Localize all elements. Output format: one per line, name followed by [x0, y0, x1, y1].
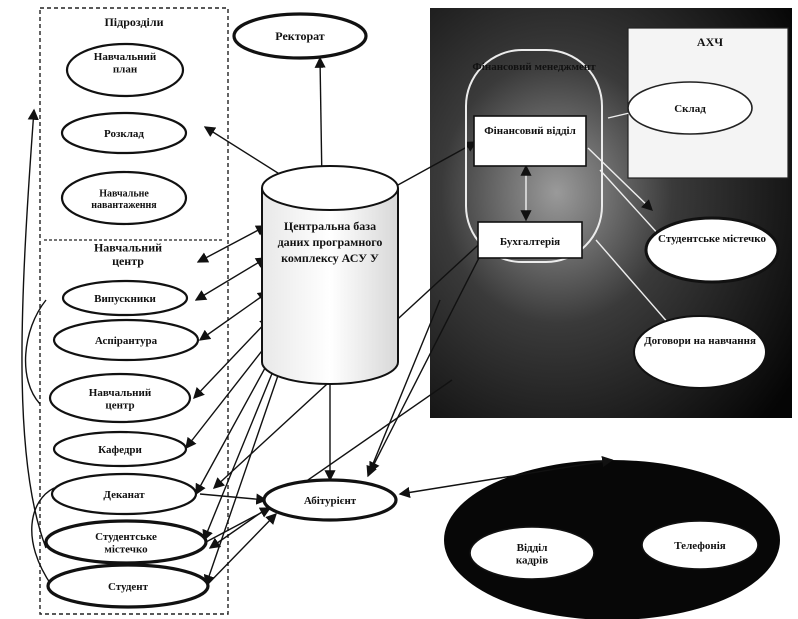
central-db-label: Центральна база даних програмного компле… — [277, 219, 383, 265]
node-rectorate — [232, 12, 368, 60]
node-rectorate-label: Ректорат — [275, 29, 325, 43]
ahch-title: АХЧ — [697, 35, 723, 49]
node-entrant-label: Абітурієнт — [304, 495, 357, 507]
node-student-label: Студент — [108, 581, 149, 593]
node-entrant — [262, 478, 398, 522]
node-dormitory-right-label: Студентське містечко — [658, 233, 766, 245]
node-deanery — [50, 472, 198, 516]
node-dormitory-right — [644, 216, 780, 284]
accounting-box — [477, 221, 583, 259]
node-graduates-label: Випускники — [94, 293, 156, 305]
edges — [21, 56, 677, 587]
node-study-center — [48, 372, 192, 424]
node-warehouse — [627, 81, 753, 135]
node-schedule-label: Розклад — [104, 128, 144, 140]
left-group-header: Підрозділи — [104, 15, 163, 29]
node-hr — [469, 526, 595, 580]
finance-management: Фінансовий менеджмент Фінансовий відділ … — [465, 49, 603, 263]
node-dormitory-left — [44, 519, 208, 565]
finance-dept-label: Фінансовий відділ — [484, 125, 576, 137]
node-departments — [52, 430, 188, 468]
node-contracts-label: Договори на навчання — [644, 335, 756, 347]
node-schedule — [60, 111, 188, 155]
node-postgrad-label: Аспірантура — [95, 335, 158, 347]
node-teaching-load — [60, 170, 188, 226]
node-contracts — [633, 315, 767, 389]
node-student — [46, 563, 210, 609]
accounting-label: Бухгалтерія — [500, 236, 560, 248]
finance-title: Фінансовий менеджмент — [472, 61, 596, 73]
node-departments-label: Кафедри — [98, 444, 142, 456]
node-warehouse-label: Склад — [674, 103, 706, 115]
central-database: Центральна база даних програмного компле… — [261, 165, 399, 385]
node-graduates — [61, 279, 189, 317]
node-curriculum — [65, 42, 185, 98]
node-deanery-label: Деканат — [103, 489, 145, 501]
finance-dept-box — [473, 115, 587, 167]
node-telephony-label: Телефонія — [674, 540, 725, 552]
node-telephony — [641, 520, 759, 570]
node-postgrad — [52, 318, 200, 362]
